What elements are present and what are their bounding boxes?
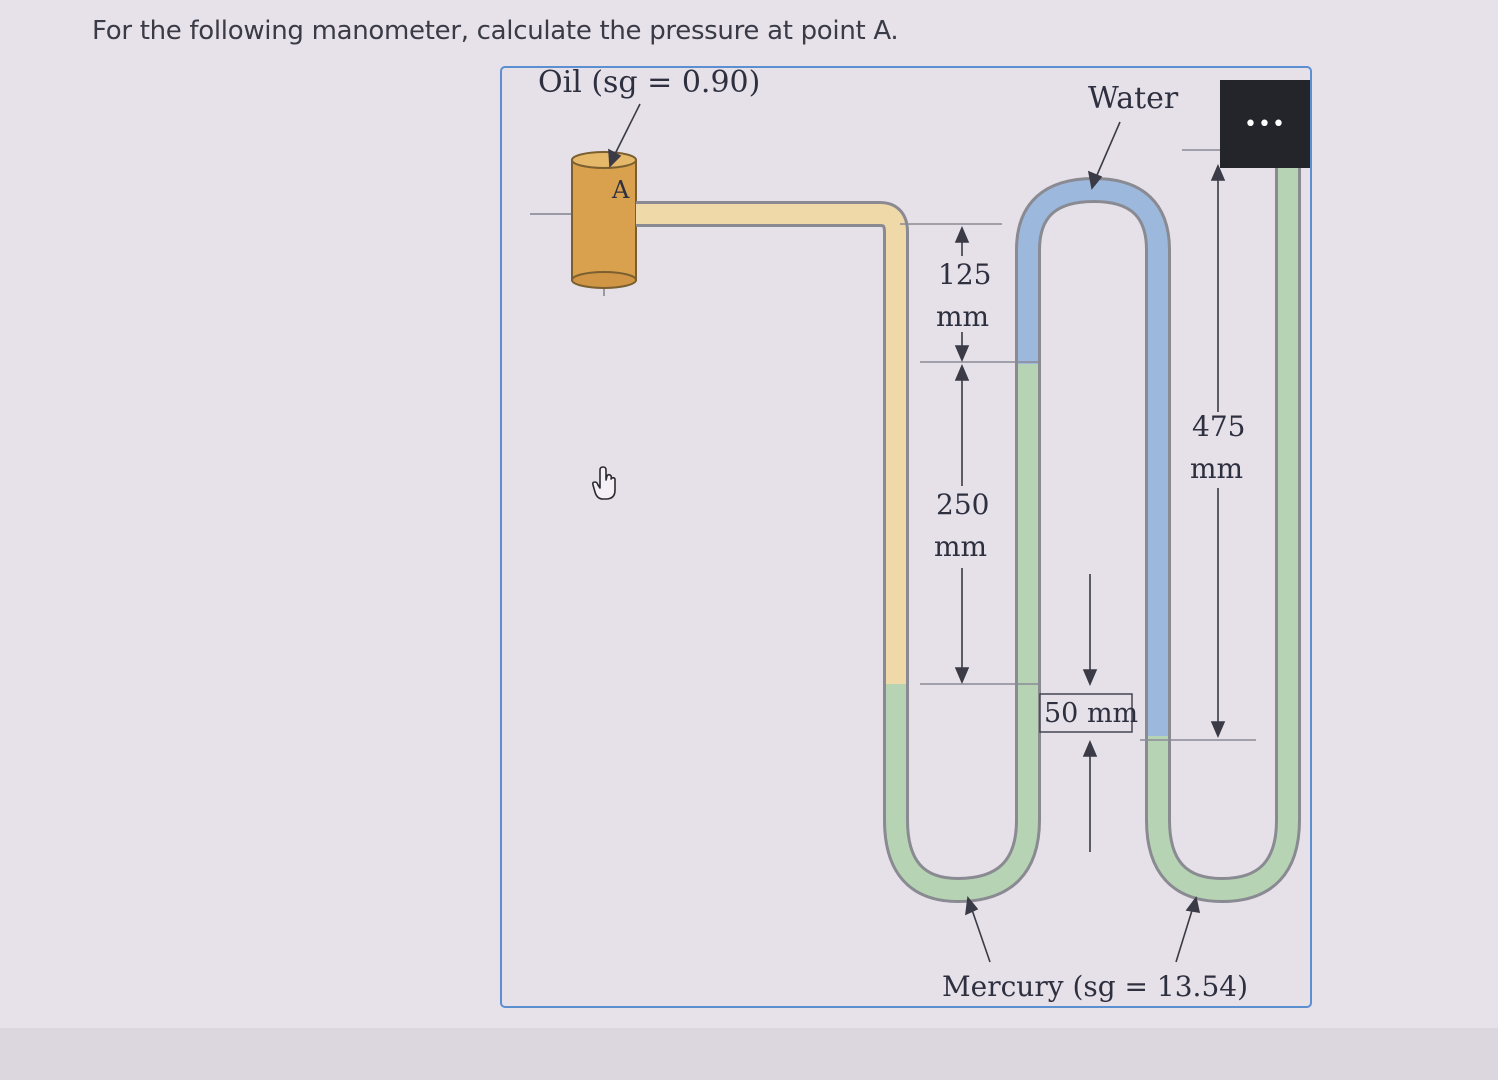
pipe-a: [530, 151, 640, 296]
dim-475-value: 475: [1192, 410, 1245, 443]
oil-tube: [636, 201, 909, 684]
dim-50-label: 50 mm: [1044, 698, 1138, 729]
point-a-label: A: [611, 176, 630, 204]
mercury-u-right: [1145, 168, 1301, 904]
reference-lines: [900, 149, 1256, 741]
dim-475-unit: mm: [1190, 452, 1243, 485]
dim-250-unit: mm: [934, 530, 987, 563]
oil-label: Oil (sg = 0.90): [538, 65, 760, 100]
dimension-arrows: [608, 103, 1226, 963]
ellipsis-icon: •••: [1244, 111, 1286, 137]
mercury-label: Mercury (sg = 13.54): [942, 970, 1248, 1003]
dim-250-value: 250: [936, 488, 989, 521]
dim-125-value: 125: [938, 258, 991, 291]
water-label: Water: [1088, 81, 1179, 116]
mercury-u-left: [883, 364, 1041, 904]
question-text: For the following manometer, calculate t…: [92, 16, 899, 46]
bottom-bar: [0, 1028, 1498, 1080]
dim-125-unit: mm: [936, 300, 989, 333]
water-tube: [1015, 176, 1171, 736]
hand-cursor-icon: [591, 466, 616, 500]
more-options-button[interactable]: •••: [1220, 80, 1310, 168]
